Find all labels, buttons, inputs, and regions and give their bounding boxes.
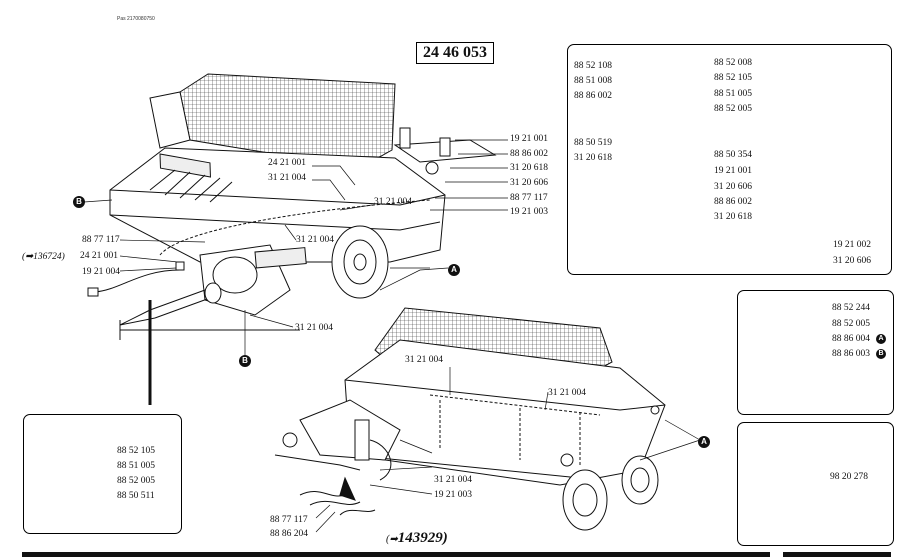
part-label: 88 52 244 <box>832 303 870 313</box>
part-label: 19 21 001 <box>714 166 752 176</box>
part-label: 88 52 005 <box>832 319 870 329</box>
marker-a: A <box>448 264 460 276</box>
part-label: 19 21 003 <box>434 490 472 500</box>
part-label: 31 20 618 <box>574 153 612 163</box>
part-label: 88 77 117 <box>82 235 120 245</box>
part-label: 88 52 108 <box>574 61 612 71</box>
part-label: 31 21 004 <box>434 475 472 485</box>
part-label: 31 21 004 <box>296 235 334 245</box>
part-label: 88 52 005 <box>714 104 752 114</box>
bottom-rule-right <box>783 552 891 557</box>
part-label: 88 86 204 <box>270 529 308 539</box>
part-label: 24 21 001 <box>80 251 118 261</box>
part-label: 88 52 105 <box>117 446 155 456</box>
part-label: 88 86 002 <box>574 91 612 101</box>
second-leader-lines <box>315 367 701 533</box>
part-label: 24 21 001 <box>268 158 306 168</box>
part-label: 31 20 618 <box>510 163 548 173</box>
marker-a: A <box>876 334 886 344</box>
part-label: 31 20 606 <box>833 256 871 266</box>
part-label: 88 52 105 <box>714 73 752 83</box>
part-label: 88 51 008 <box>574 76 612 86</box>
part-label: 19 21 003 <box>510 207 548 217</box>
part-label: 31 20 606 <box>714 182 752 192</box>
part-label: 31 20 618 <box>714 212 752 222</box>
second-spreader-drawing <box>274 307 666 531</box>
part-label: 31 20 606 <box>510 178 548 188</box>
marker-b: B <box>73 196 85 208</box>
page-title-number: 24 46 053 <box>416 42 494 64</box>
part-label: 31 21 004 <box>268 173 306 183</box>
left-cross-reference: (➡136724) <box>22 252 65 262</box>
part-label: 98 20 278 <box>830 472 868 482</box>
part-label: 31 21 004 <box>405 355 443 365</box>
main-spreader-drawing <box>87 73 497 340</box>
part-label: 88 50 354 <box>714 150 752 160</box>
part-label: 88 86 002 <box>510 149 548 159</box>
rear-light-detail-panel <box>567 44 892 275</box>
part-label: 88 50 519 <box>574 138 612 148</box>
part-label: 88 86 003 <box>832 349 870 359</box>
bottom-rule <box>22 552 770 557</box>
part-label: 19 21 004 <box>82 267 120 277</box>
part-label: 31 21 004 <box>548 388 586 398</box>
part-label: 88 77 117 <box>270 515 308 525</box>
part-label: 88 50 511 <box>117 491 155 501</box>
manual-detail-panel <box>737 422 894 546</box>
part-label: 31 21 004 <box>295 323 333 333</box>
small-code: Pas 2170080750 <box>117 16 155 22</box>
marker-a: A <box>698 436 710 448</box>
part-label: 88 86 002 <box>714 197 752 207</box>
part-label: 19 21 001 <box>510 134 548 144</box>
part-label: 88 52 005 <box>117 476 155 486</box>
arrow-icon: (➡ <box>386 534 398 545</box>
part-label: 88 52 008 <box>714 58 752 68</box>
part-label: 88 51 005 <box>117 461 155 471</box>
part-label: 88 51 005 <box>714 89 752 99</box>
reflector-detail-panel <box>737 290 894 415</box>
marker-b: B <box>876 349 886 359</box>
part-label: 88 77 117 <box>510 193 548 203</box>
bolt-detail-panel <box>23 414 182 534</box>
bottom-reference-number: 143929) <box>397 530 448 546</box>
part-label: 31 21 004 <box>374 197 412 207</box>
main-leader-lines <box>83 139 508 405</box>
part-label: 88 86 004 <box>832 334 870 344</box>
bottom-cross-reference: (➡143929) <box>386 530 448 547</box>
part-label: 19 21 002 <box>833 240 871 250</box>
marker-b: B <box>239 355 251 367</box>
